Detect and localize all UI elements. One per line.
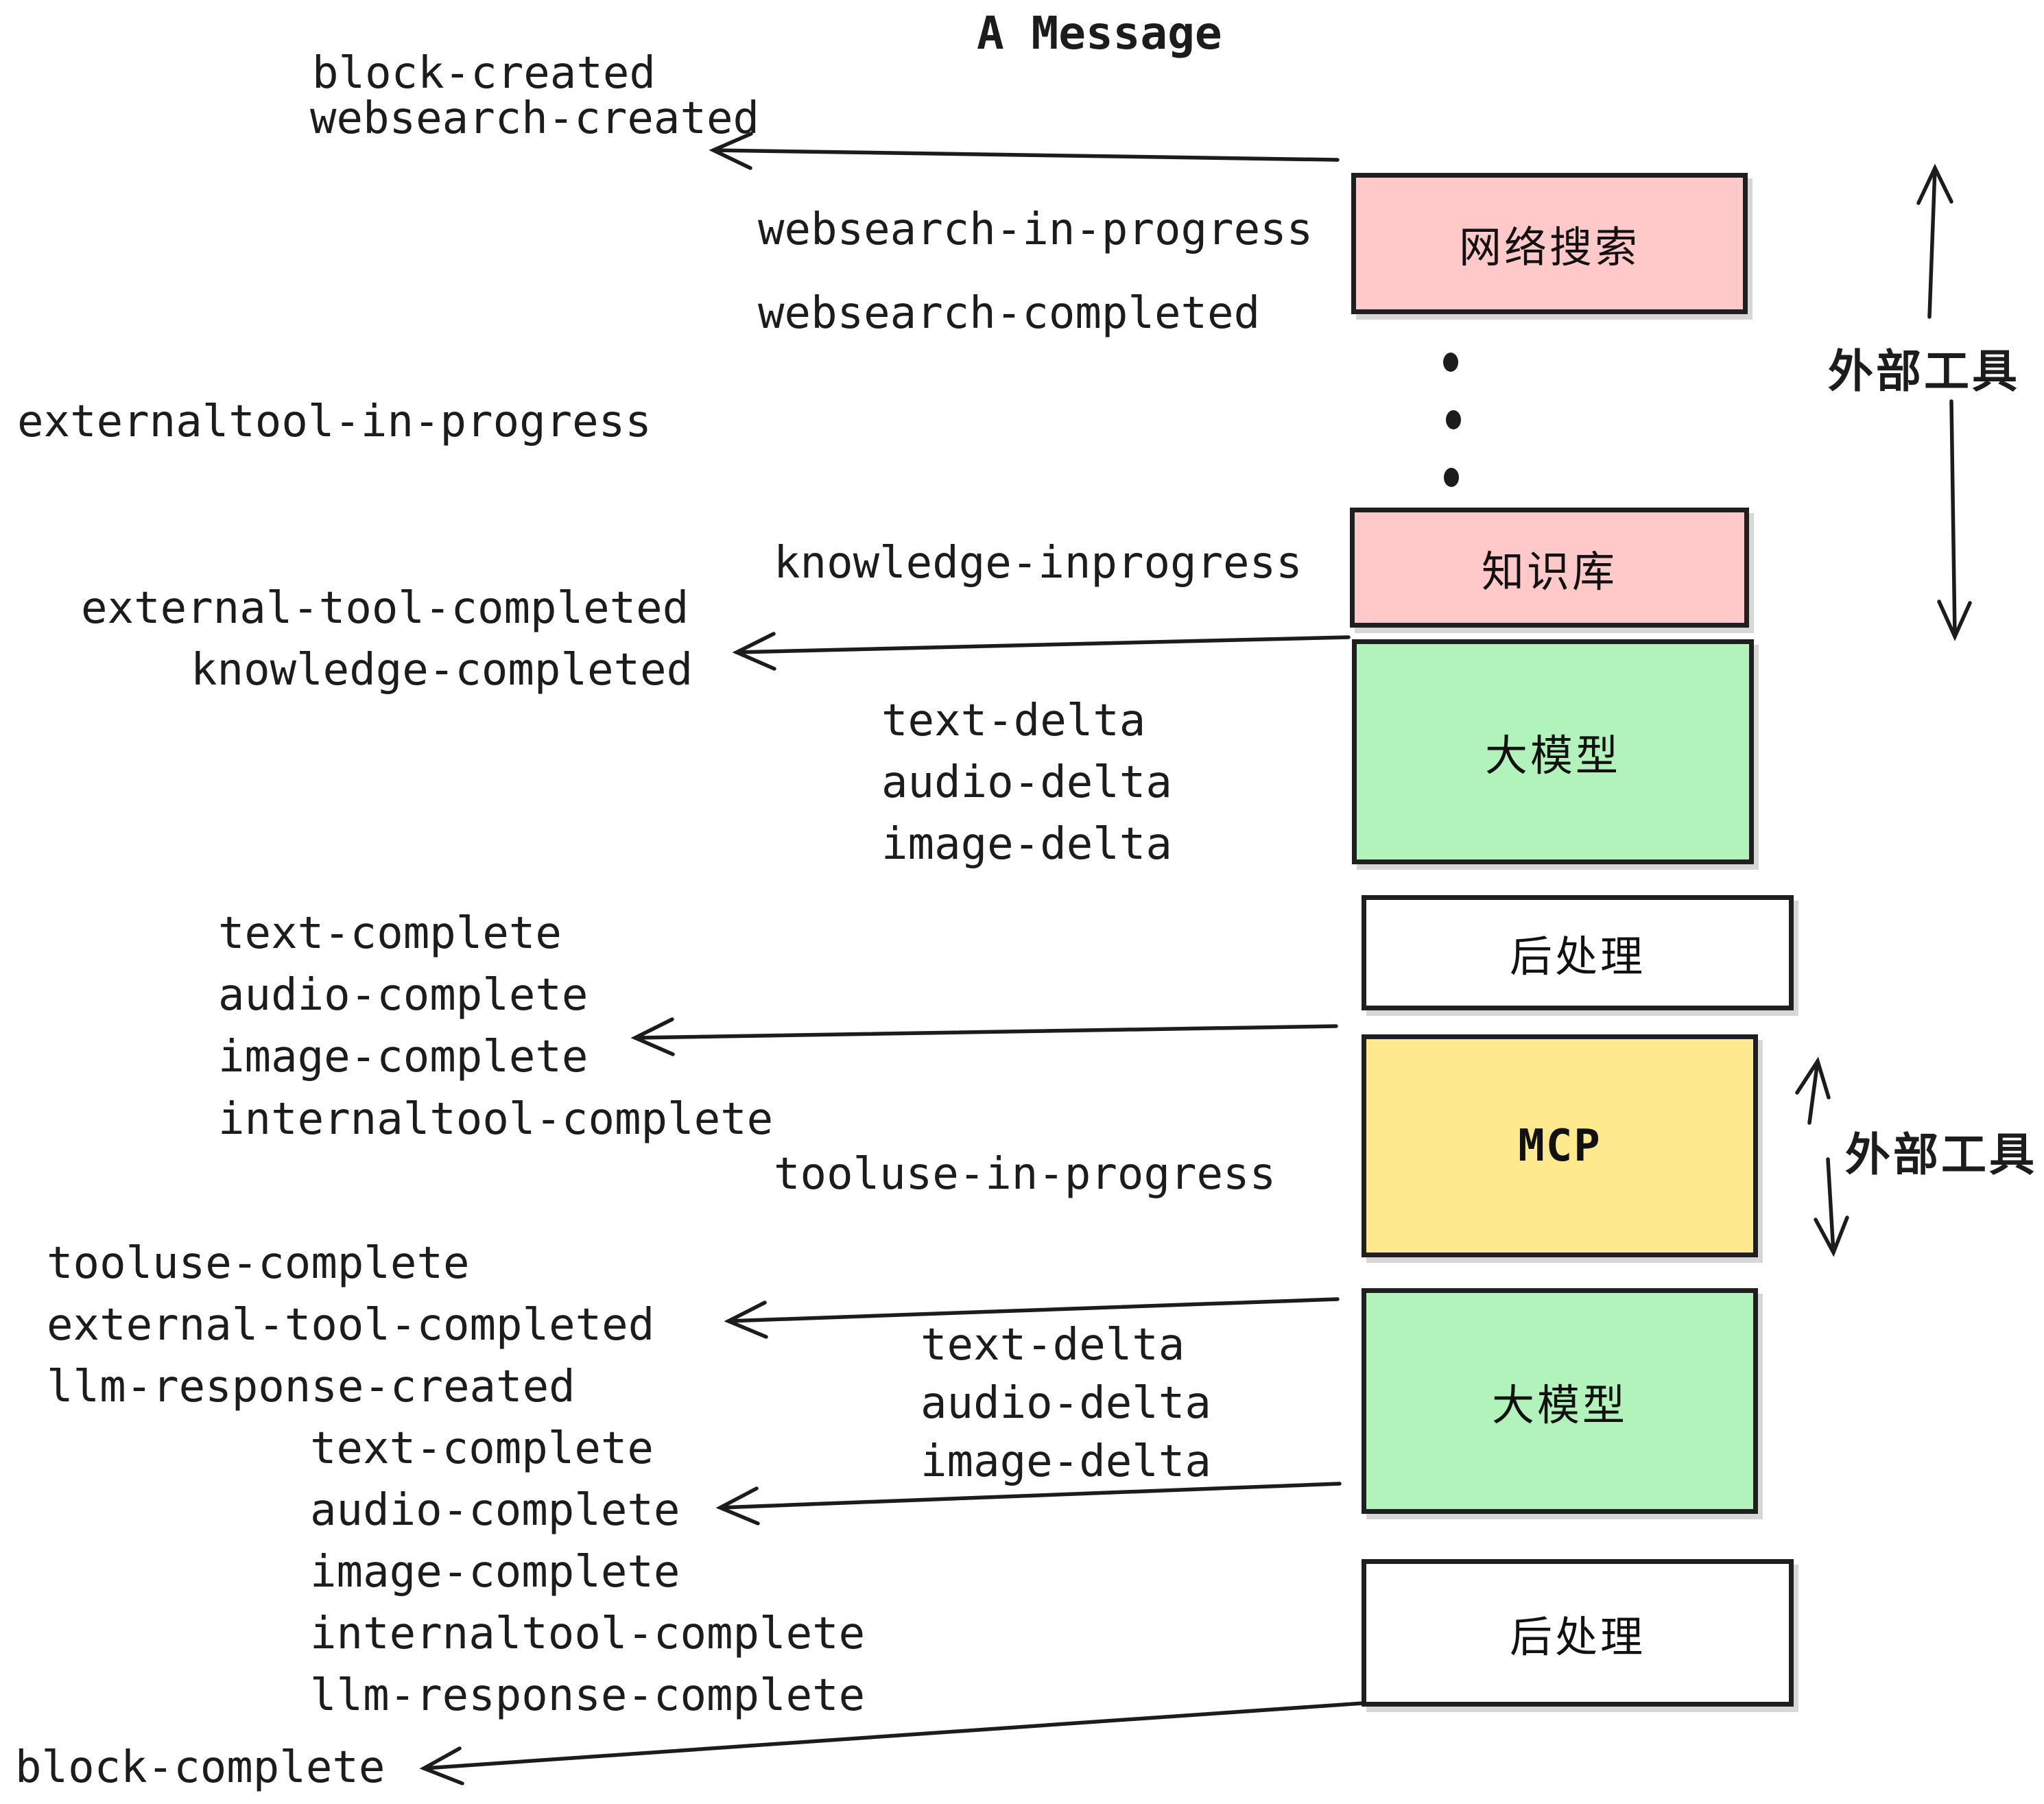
event-block-complete: block-complete [15, 1742, 385, 1793]
event-externaltool-in-progress: externaltool-in-progress [17, 396, 652, 447]
external-tools-mcp-down-arrow [1814, 1157, 1849, 1257]
arrow-to-audio-complete [715, 1482, 1342, 1526]
external-tools-top-up-arrow [1916, 163, 1953, 319]
event-external-tool-completed-2: external-tool-completed [47, 1300, 655, 1351]
vertical-ellipsis-dots [1443, 353, 1461, 487]
node-mcp-label: MCP [1518, 1120, 1602, 1172]
node-websearch-label: 网络搜索 [1458, 222, 1640, 272]
external-tools-mcp-up-arrow [1795, 1056, 1831, 1125]
node-llm-2-label: 大模型 [1491, 1379, 1628, 1430]
event-audio-complete-2: audio-complete [310, 1485, 680, 1536]
event-websearch-in-progress: websearch-in-progress [758, 204, 1314, 255]
event-tooluse-complete: tooluse-complete [47, 1238, 470, 1289]
event-audio-delta-2: audio-delta [920, 1378, 1211, 1429]
node-postprocess-2-label: 后处理 [1509, 1611, 1645, 1662]
event-text-delta-1: text-delta [881, 696, 1146, 746]
page-title: A Message [977, 7, 1222, 60]
node-llm-2: 大模型 [1362, 1288, 1758, 1514]
event-tooluse-in-progress: tooluse-in-progress [774, 1149, 1276, 1200]
event-llm-response-complete: llm-response-complete [310, 1670, 866, 1721]
arrow-to-block-created [709, 132, 1340, 170]
node-mcp: MCP [1362, 1034, 1758, 1257]
event-block-created: block-created [312, 48, 656, 99]
event-text-complete-1: text-complete [218, 908, 562, 959]
event-external-tool-completed: external-tool-completed [81, 583, 689, 634]
node-llm-1-label: 大模型 [1484, 731, 1621, 781]
event-internaltool-complete-2: internaltool-complete [310, 1609, 866, 1659]
node-llm-1: 大模型 [1352, 639, 1754, 864]
arrow-to-knowledge-completed [732, 632, 1351, 671]
event-image-delta-1: image-delta [881, 819, 1172, 870]
external-tools-label-mcp: 外部工具 [1845, 1128, 2037, 1181]
event-internaltool-complete-1: internaltool-complete [218, 1094, 774, 1145]
event-image-delta-2: image-delta [920, 1436, 1211, 1487]
event-image-complete-1: image-complete [218, 1032, 589, 1082]
event-text-complete-2: text-complete [310, 1423, 654, 1474]
node-websearch: 网络搜索 [1351, 173, 1748, 314]
event-image-complete-2: image-complete [310, 1547, 680, 1598]
event-websearch-completed: websearch-completed [758, 288, 1261, 339]
event-knowledge-completed: knowledge-completed [191, 645, 693, 696]
node-postprocess-1: 后处理 [1362, 895, 1794, 1010]
node-postprocess-2: 后处理 [1362, 1559, 1794, 1707]
event-llm-response-created: llm-response-created [47, 1362, 575, 1412]
event-websearch-created: websearch-created [310, 93, 760, 144]
event-text-delta-2: text-delta [920, 1320, 1185, 1370]
external-tools-top-down-arrow [1937, 399, 1972, 641]
node-knowledge-base-label: 知识库 [1481, 546, 1617, 597]
arrow-to-image-complete [630, 1017, 1338, 1056]
node-postprocess-1-label: 后处理 [1509, 931, 1645, 982]
event-audio-delta-1: audio-delta [881, 757, 1172, 808]
event-audio-complete-1: audio-complete [218, 970, 589, 1021]
node-knowledge-base: 知识库 [1350, 508, 1749, 628]
external-tools-label-top: 外部工具 [1828, 345, 2020, 398]
event-knowledge-inprogress: knowledge-inprogress [774, 538, 1303, 589]
